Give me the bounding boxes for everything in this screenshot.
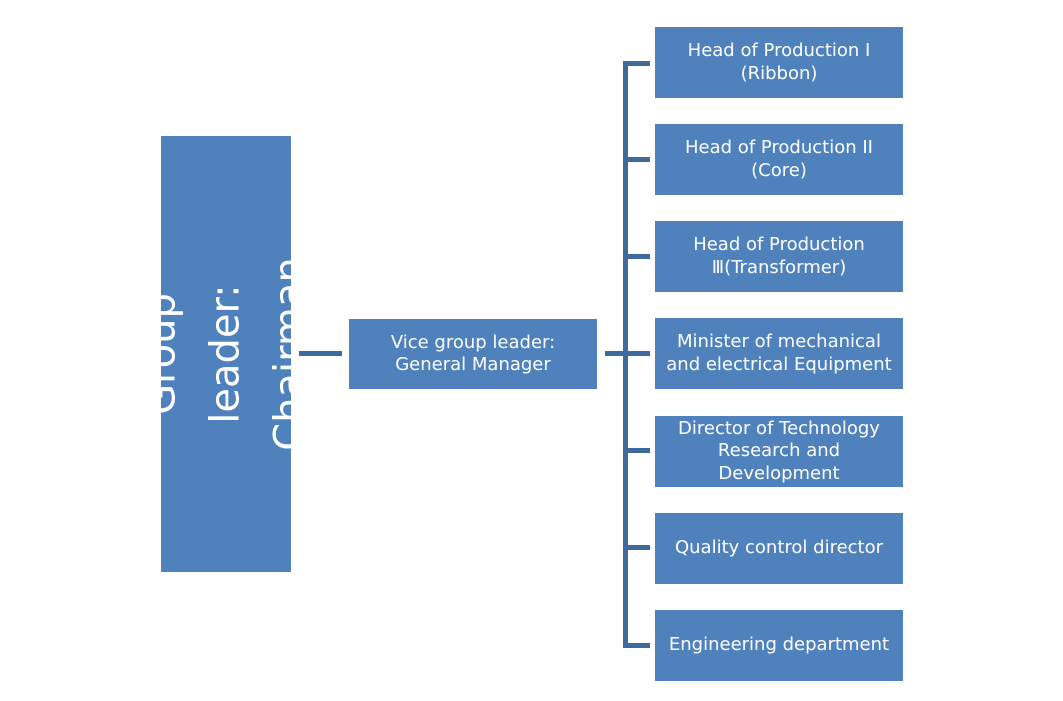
quality-control-director-label: Quality control director [674, 537, 884, 559]
bracket-tick [623, 351, 650, 356]
head-of-production-1-box: Head of Production I (Ribbon) [655, 27, 903, 98]
head-of-production-3-label: Head of Production Ⅲ(Transformer) [693, 234, 865, 278]
root-to-vice-connector [299, 351, 342, 356]
vice-to-bracket-connector [605, 351, 625, 356]
technology-rd-director-label: Director of Technology Research and Deve… [678, 417, 880, 484]
bracket-tick [623, 448, 650, 453]
vice-group-leader-label: Vice group leader: General Manager [390, 331, 556, 376]
bracket-tick [623, 545, 650, 550]
bracket-tick [623, 157, 650, 162]
bracket-tick [623, 643, 650, 648]
bracket-tick [623, 254, 650, 259]
technology-rd-director-box: Director of Technology Research and Deve… [655, 416, 903, 487]
head-of-production-1-label: Head of Production I (Ribbon) [687, 40, 871, 84]
equipment-minister-box: Minister of mechanical and electrical Eq… [655, 318, 903, 389]
bracket-tick [623, 61, 650, 66]
group-leader-box: Group leader: Chairman [139, 136, 313, 572]
engineering-department-box: Engineering department [655, 610, 903, 681]
head-of-production-2-box: Head of Production II (Core) [655, 124, 903, 195]
group-leader-label: Group leader: Chairman [139, 257, 314, 451]
vice-group-leader-box: Vice group leader: General Manager [349, 319, 597, 389]
head-of-production-2-label: Head of Production II (Core) [685, 137, 873, 181]
head-of-production-3-box: Head of Production Ⅲ(Transformer) [655, 221, 903, 292]
engineering-department-label: Engineering department [668, 634, 890, 656]
quality-control-director-box: Quality control director [655, 513, 903, 584]
equipment-minister-label: Minister of mechanical and electrical Eq… [666, 331, 892, 375]
